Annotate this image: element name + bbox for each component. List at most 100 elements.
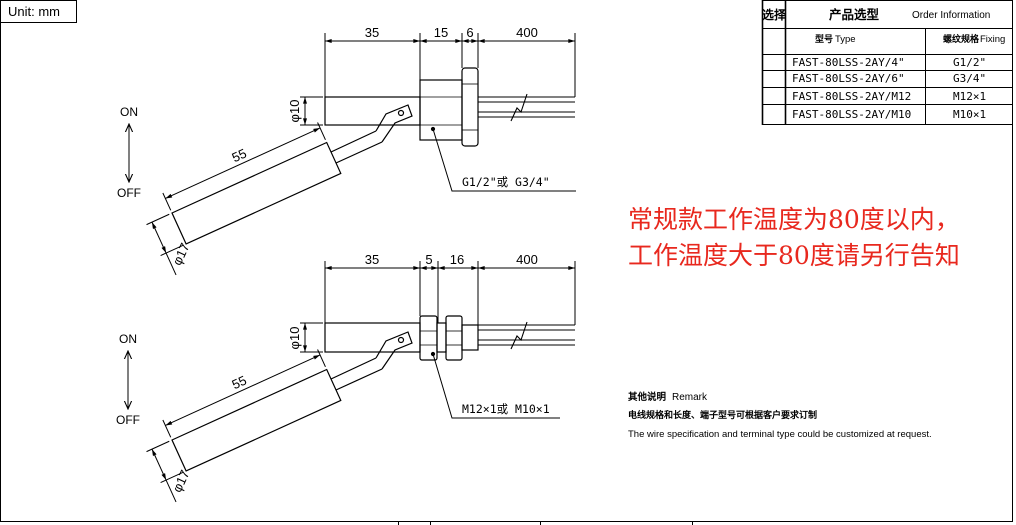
float-switch-drawing-thread-g: 35 15 6 400 φ10 bbox=[117, 25, 576, 276]
stem-length-label: 35 bbox=[365, 25, 379, 40]
float-rod-line bbox=[330, 130, 377, 153]
stem-diameter-label: φ10 bbox=[287, 327, 302, 350]
float-body bbox=[171, 141, 342, 245]
float-body bbox=[171, 368, 342, 472]
pivot-pin bbox=[397, 336, 405, 344]
lead-wires bbox=[478, 93, 575, 122]
pivot-arm bbox=[330, 331, 413, 391]
thread-body bbox=[419, 79, 463, 141]
break-mark bbox=[510, 93, 528, 122]
float-rod-line bbox=[330, 357, 377, 380]
table-row: FAST-80LSS-2AY/4" G1/2" bbox=[792, 56, 986, 69]
fixing-cell: G1/2" bbox=[953, 56, 986, 69]
off-state-label: OFF bbox=[117, 186, 141, 200]
unit-label: Unit: mm bbox=[8, 4, 60, 19]
fixing-label: M12×1或 M10×1 bbox=[462, 402, 550, 416]
float-length-dimension-line bbox=[165, 127, 321, 199]
leader-line bbox=[432, 128, 576, 192]
leader-line bbox=[432, 353, 560, 419]
remark-text-en: The wire specification and terminal type… bbox=[628, 429, 932, 440]
extension-line bbox=[162, 419, 172, 438]
fixing-cell: M10×1 bbox=[953, 108, 986, 121]
type-header-en: Type bbox=[835, 34, 856, 45]
float-length-label: 55 bbox=[229, 146, 248, 166]
extension-line bbox=[162, 192, 172, 211]
float-diameter-dimension-line bbox=[151, 221, 167, 254]
nut-length-label: 5 bbox=[425, 252, 432, 267]
table-row: FAST-80LSS-2AY/M10 M10×1 bbox=[792, 108, 986, 121]
pivot-bracket bbox=[375, 104, 413, 143]
float-rod-line bbox=[335, 368, 383, 391]
order-information-table: 选择 产品选型 Order Information 型号 Type 螺纹规格 F… bbox=[761, 0, 1012, 125]
float-rod-line bbox=[335, 141, 383, 164]
hex-flange bbox=[461, 67, 479, 147]
unit-box-border bbox=[0, 0, 77, 23]
stem-length-label: 35 bbox=[365, 252, 379, 267]
float-diameter-label: φ17 bbox=[169, 468, 192, 495]
stem bbox=[324, 96, 421, 126]
fixing-leader bbox=[430, 126, 576, 192]
temperature-note: 常规款工作温度为80度以内， 工作温度大于80度请另行告知 bbox=[628, 205, 960, 270]
extension-line bbox=[317, 122, 326, 140]
table-title-cn: 产品选型 bbox=[829, 7, 880, 22]
stem-diameter-label: φ10 bbox=[287, 100, 302, 123]
remark-text-cn: 电线规格和长度、端子型号可根据客户要求订制 bbox=[628, 409, 817, 421]
remark-title-cn: 其他说明 bbox=[628, 391, 667, 403]
type-cell: FAST-80LSS-2AY/M10 bbox=[792, 108, 911, 121]
fixing-header-en: Fixing bbox=[980, 34, 1005, 45]
select-column-header: 选择 bbox=[762, 7, 787, 22]
float-length-label: 55 bbox=[229, 373, 248, 393]
remark-title-en: Remark bbox=[672, 392, 708, 403]
hex-nut bbox=[445, 315, 463, 361]
off-state-label: OFF bbox=[116, 413, 140, 427]
type-cell: FAST-80LSS-2AY/M12 bbox=[792, 90, 911, 103]
extension-line bbox=[317, 349, 326, 367]
flange-length-label: 6 bbox=[466, 25, 473, 40]
hex-flange-outline bbox=[461, 67, 479, 147]
table-row: FAST-80LSS-2AY/6" G3/4" bbox=[792, 72, 986, 85]
thread-length-label: 15 bbox=[434, 25, 448, 40]
float-diameter-dimension-tail bbox=[165, 479, 177, 503]
type-cell: FAST-80LSS-2AY/6" bbox=[792, 72, 905, 85]
float-assembly: 55 bbox=[146, 349, 342, 503]
wire-length-label: 400 bbox=[516, 25, 538, 40]
thread-section bbox=[436, 322, 447, 353]
float-diameter-dimension-tail bbox=[165, 252, 177, 276]
length-dimension-chain bbox=[324, 261, 576, 325]
fixing-leader bbox=[430, 351, 560, 419]
stem-diameter-dimension bbox=[300, 322, 323, 353]
on-state-label: ON bbox=[119, 332, 137, 346]
lead-wires bbox=[478, 321, 575, 350]
float-switch-drawing-thread-m: 35 5 16 400 φ10 bbox=[116, 252, 576, 503]
pivot-bracket bbox=[375, 331, 413, 370]
table-title-en: Order Information bbox=[912, 10, 990, 21]
thread-length-label: 16 bbox=[450, 252, 464, 267]
float-diameter-label: φ17 bbox=[169, 241, 192, 268]
type-header-cn: 型号 bbox=[815, 33, 833, 45]
nut-assembly bbox=[419, 315, 479, 361]
on-state-label: ON bbox=[120, 105, 138, 119]
pivot-pin bbox=[397, 109, 405, 117]
fixing-header-cn: 螺纹规格 bbox=[943, 33, 980, 45]
float-assembly: 55 bbox=[146, 122, 342, 276]
extension-line bbox=[146, 213, 170, 226]
temperature-note-line: 常规款工作温度为80度以内， bbox=[628, 205, 960, 234]
fixing-label: G1/2"或 G3/4" bbox=[462, 175, 550, 189]
type-cell: FAST-80LSS-2AY/4" bbox=[792, 56, 905, 69]
remark-block: 其他说明 Remark 电线规格和长度、端子型号可根据客户要求订制 The wi… bbox=[628, 391, 932, 440]
float-diameter-dimension-line bbox=[151, 448, 167, 481]
temperature-note-line: 工作温度大于80度请另行告知 bbox=[628, 241, 960, 270]
pivot-arm bbox=[330, 104, 413, 164]
wire-length-label: 400 bbox=[516, 252, 538, 267]
float-length-dimension-line bbox=[165, 354, 321, 426]
fixing-cell: G3/4" bbox=[953, 72, 986, 85]
unit-box: Unit: mm bbox=[0, 0, 77, 23]
length-dimension-chain bbox=[324, 33, 576, 97]
table-grid bbox=[761, 0, 1012, 125]
stem-diameter-dimension bbox=[300, 96, 323, 126]
stem bbox=[324, 322, 421, 353]
break-mark bbox=[510, 321, 528, 350]
thread-body-outline bbox=[419, 79, 463, 141]
